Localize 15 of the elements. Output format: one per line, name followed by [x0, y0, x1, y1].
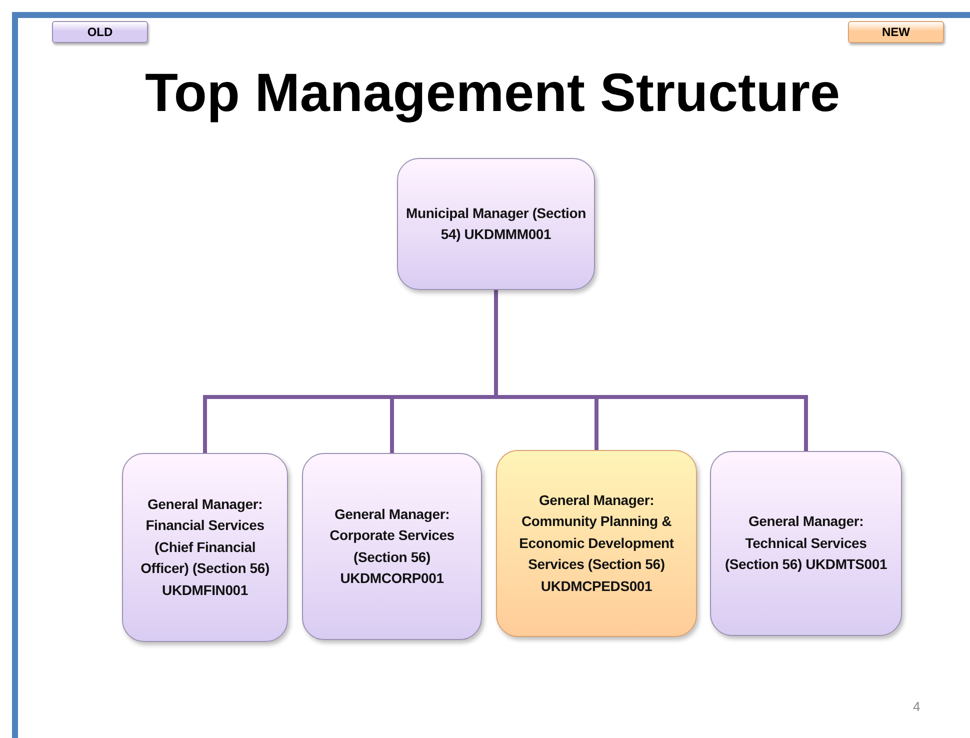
- legend-swatch: OLD: [52, 21, 148, 43]
- role-title: General Manager: Financial Services (Chief Financial Officer) (Section 56) UKDMFIN001: [140, 494, 270, 600]
- role-title: General Manager: Community Planning & Economic Development Services (Section 56) UKDMCPEDS001: [518, 490, 675, 596]
- org-box: [710, 451, 902, 636]
- org-box: [496, 450, 697, 637]
- slide-title: Top Management Structure: [144, 62, 842, 124]
- role-title: General Manager: Technical Services (Section 56) UKDMTS001: [724, 512, 888, 574]
- page-number: 4: [913, 699, 920, 714]
- connector-line: [494, 290, 808, 451]
- role-title: General Manager: Corporate Services (Section 56) UKDMCORP001: [328, 504, 456, 588]
- role-title: Municipal Manager (Section 54) UKDMMM001: [406, 204, 586, 244]
- org-box: [302, 453, 482, 640]
- org-box: [397, 158, 595, 290]
- legend-swatch: NEW: [848, 21, 944, 43]
- org-box: [122, 453, 288, 642]
